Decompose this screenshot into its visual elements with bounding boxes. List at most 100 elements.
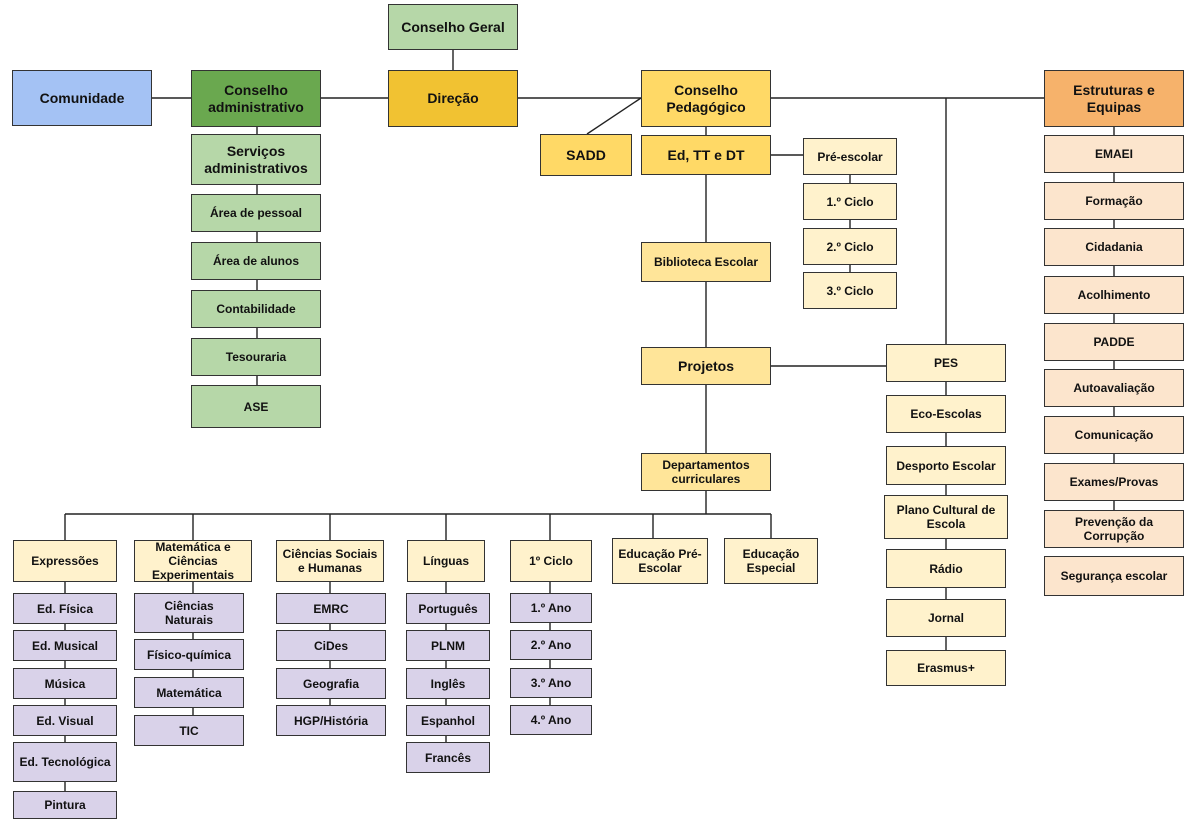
expressoes-label: Expressões [31, 554, 99, 568]
area-alunos-box: Área de alunos [191, 242, 321, 280]
ase-box: ASE [191, 385, 321, 428]
espanhol-box: Espanhol [406, 705, 490, 736]
conselho-pedagogico-label: Conselho Pedagógico [666, 81, 746, 115]
frances-box: Francês [406, 742, 490, 773]
jornal-label: Jornal [927, 611, 964, 625]
eco-escolas-label: Eco-Escolas [910, 407, 982, 421]
ed-tecnologica-label: Ed. Tecnológica [19, 755, 111, 769]
seguranca-box: Segurança escolar [1044, 556, 1184, 596]
padde-box: PADDE [1044, 323, 1184, 361]
portugues-box: Português [406, 593, 490, 624]
expressoes-box: Expressões [13, 540, 117, 582]
radio-label: Rádio [929, 561, 963, 576]
ciencias-naturais-label: Ciências Naturais [164, 599, 214, 627]
prevencao-box: Prevenção da Corrupção [1044, 510, 1184, 548]
geografia-label: Geografia [302, 676, 359, 691]
ano-3-box: 3.º Ano [510, 668, 592, 698]
tic-box: TIC [134, 715, 244, 746]
direcao-box: Direção [388, 70, 518, 127]
jornal-box: Jornal [886, 599, 1006, 637]
ciencias-naturais-box: Ciências Naturais [134, 593, 244, 633]
matematica-label: Matemática [156, 685, 222, 700]
biblioteca-box: Biblioteca Escolar [641, 242, 771, 282]
ed-tt-dt-label: Ed, TT e DT [667, 146, 745, 163]
emrc-label: EMRC [313, 601, 349, 616]
matematica-ce-label: Matemática e Ciências Experimentais [151, 540, 235, 582]
musica-label: Música [44, 676, 86, 691]
direcao-label: Direção [427, 90, 479, 106]
area-pessoal-label: Área de pessoal [209, 206, 303, 220]
projetos-box: Projetos [641, 347, 771, 385]
primeiro-ciclo-box: 1º Ciclo [510, 540, 592, 582]
fisico-quimica-box: Físico-química [134, 639, 244, 670]
conselho-pedagogico-box: Conselho Pedagógico [641, 70, 771, 127]
portugues-label: Português [418, 601, 478, 616]
ciencias-sociais-box: Ciências Sociais e Humanas [276, 540, 384, 582]
exames-label: Exames/Provas [1069, 475, 1159, 489]
prevencao-label: Prevenção da Corrupção [1074, 515, 1154, 543]
frances-label: Francês [424, 750, 472, 765]
espanhol-label: Espanhol [420, 713, 475, 728]
ed-musical-label: Ed. Musical [31, 638, 99, 653]
hgp-box: HGP/História [276, 705, 386, 736]
matematica-ce-box: Matemática e Ciências Experimentais [134, 540, 252, 582]
autoavaliacao-box: Autoavaliação [1044, 369, 1184, 407]
plano-cultural-box: Plano Cultural de Escola [884, 495, 1008, 539]
ed-visual-label: Ed. Visual [36, 713, 94, 728]
plnm-label: PLNM [431, 638, 465, 653]
area-pessoal-box: Área de pessoal [191, 194, 321, 232]
ingles-label: Inglês [430, 676, 466, 691]
ciclo-2-label: 2.º Ciclo [826, 239, 874, 254]
ed-tecnologica-box: Ed. Tecnológica [13, 742, 117, 782]
comunicacao-label: Comunicação [1074, 428, 1154, 442]
ciclo-1-label: 1.º Ciclo [826, 194, 874, 209]
ciencias-sociais-label: Ciências Sociais e Humanas [282, 547, 378, 575]
ed-fisica-box: Ed. Física [13, 593, 117, 624]
comunidade-label: Comunidade [39, 89, 125, 106]
ciclo-2-box: 2.º Ciclo [803, 228, 897, 265]
erasmus-label: Erasmus+ [917, 661, 975, 675]
acolhimento-box: Acolhimento [1044, 276, 1184, 314]
geografia-box: Geografia [276, 668, 386, 699]
conselho-geral-box: Conselho Geral [388, 4, 518, 50]
formacao-box: Formação [1044, 182, 1184, 220]
pre-escolar-label: Pré-escolar [817, 149, 883, 164]
comunidade-box: Comunidade [12, 70, 152, 126]
ano-4-box: 4.º Ano [510, 705, 592, 735]
cidadania-label: Cidadania [1085, 240, 1143, 254]
departamentos-box: Departamentos curriculares [641, 453, 771, 491]
educacao-especial-label: Educação Especial [742, 547, 800, 575]
pintura-box: Pintura [13, 791, 117, 819]
cides-box: CiDes [276, 630, 386, 661]
desporto-escolar-label: Desporto Escolar [896, 458, 996, 473]
sadd-box: SADD [540, 134, 632, 176]
ano-3-label: 3.º Ano [530, 676, 572, 690]
educacao-especial-box: Educação Especial [724, 538, 818, 584]
projetos-label: Projetos [677, 357, 734, 374]
educacao-pre-box: Educação Pré-Escolar [612, 538, 708, 584]
ase-label: ASE [243, 399, 269, 414]
cides-label: CiDes [313, 638, 348, 653]
ano-1-box: 1.º Ano [510, 593, 592, 623]
sadd-label: SADD [566, 146, 606, 163]
musica-box: Música [13, 668, 117, 699]
ciclo-1-box: 1.º Ciclo [803, 183, 897, 220]
tic-label: TIC [179, 723, 199, 738]
autoavaliacao-label: Autoavaliação [1073, 381, 1155, 395]
eco-escolas-box: Eco-Escolas [886, 395, 1006, 433]
tesouraria-box: Tesouraria [191, 338, 321, 376]
conselho-administrativo-label: Conselho administrativo [208, 81, 304, 115]
educacao-pre-label: Educação Pré-Escolar [618, 547, 702, 575]
pre-escolar-box: Pré-escolar [803, 138, 897, 175]
fisico-quimica-label: Físico-química [146, 647, 232, 662]
matematica-box: Matemática [134, 677, 244, 708]
emaei-box: EMAEI [1044, 135, 1184, 173]
biblioteca-label: Biblioteca Escolar [653, 255, 759, 269]
comunicacao-box: Comunicação [1044, 416, 1184, 454]
emrc-box: EMRC [276, 593, 386, 624]
contabilidade-box: Contabilidade [191, 290, 321, 328]
hgp-label: HGP/História [293, 713, 368, 728]
emaei-label: EMAEI [1094, 147, 1133, 161]
pintura-label: Pintura [44, 798, 86, 812]
linguas-box: Línguas [407, 540, 485, 582]
